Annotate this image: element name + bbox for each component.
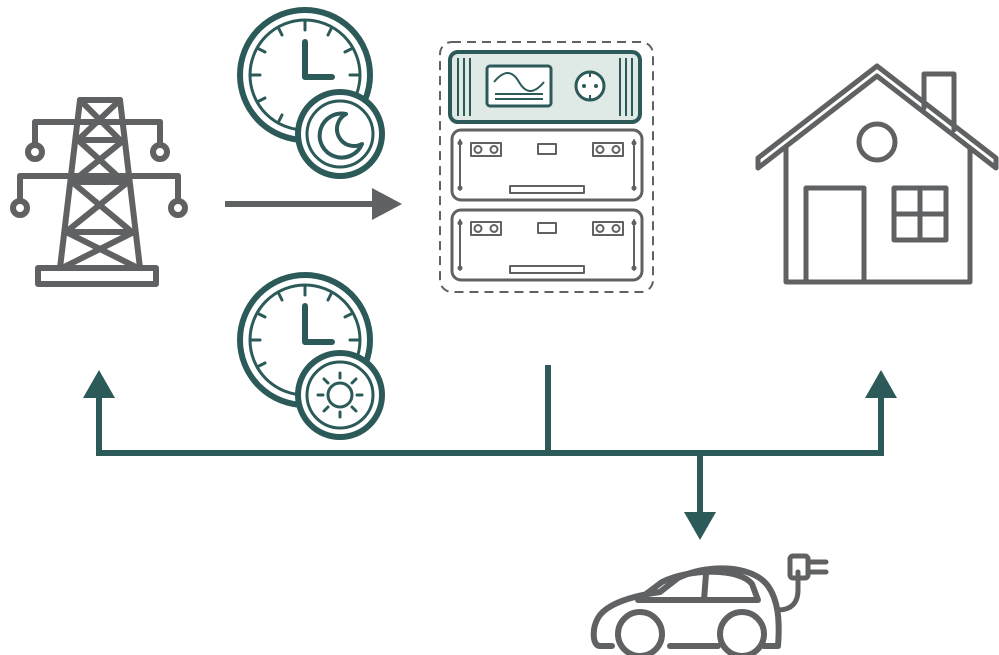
day-clock-icon: [237, 272, 385, 440]
battery-storage-icon: [439, 41, 654, 293]
arrow-to-grid: [83, 370, 115, 398]
distribution-lines: [96, 365, 884, 518]
grid-to-battery-arrow: [225, 188, 402, 220]
battery-module: [450, 208, 644, 282]
arrow-to-house: [865, 370, 897, 398]
night-clock-icon: [237, 7, 385, 179]
power-pylon-icon: [10, 97, 188, 287]
inverter-module: [448, 50, 642, 124]
electric-car-icon: [590, 553, 829, 655]
battery-module: [450, 128, 644, 202]
house-icon: [755, 63, 999, 285]
arrow-to-car: [684, 512, 716, 540]
